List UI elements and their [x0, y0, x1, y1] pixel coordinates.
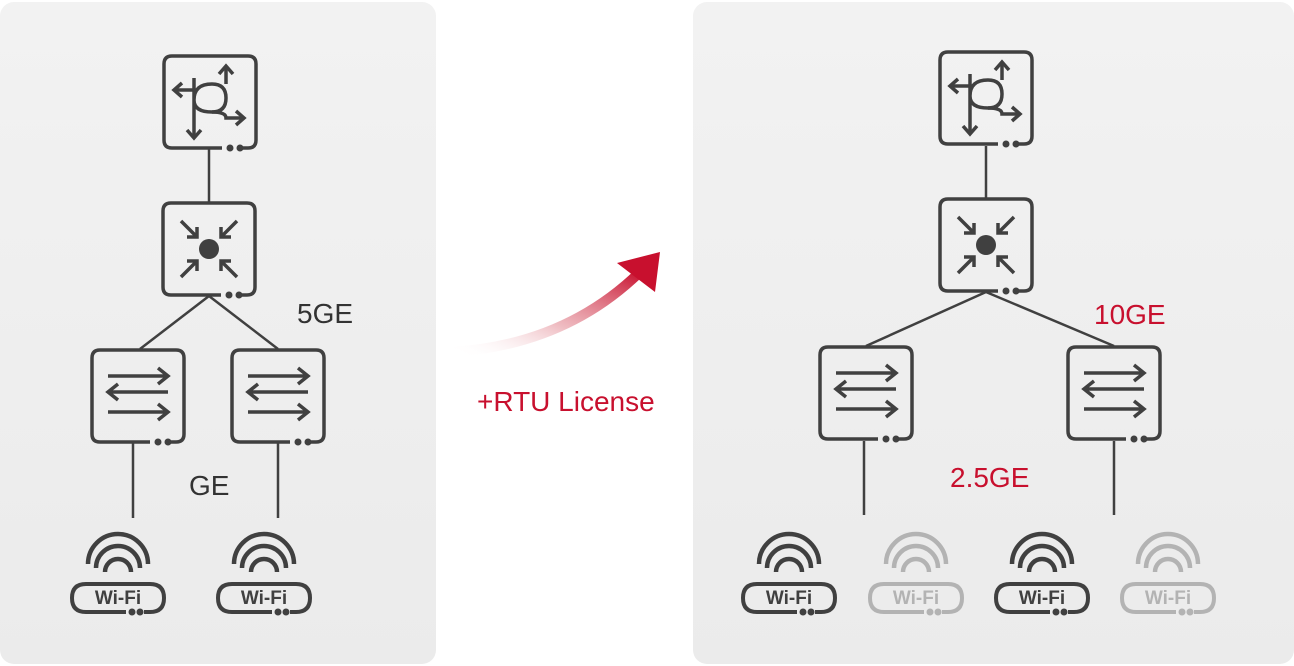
- after-panel: [693, 2, 1294, 664]
- ap-label-faded: Wi-Fi: [1145, 588, 1191, 609]
- access-switch-icon: [1066, 345, 1162, 445]
- left-links: [131, 148, 280, 518]
- ap-label: Wi-Fi: [766, 588, 812, 609]
- access-switch-icon: [230, 348, 326, 448]
- arrow-head-icon: [617, 252, 660, 292]
- ap-label: Wi-Fi: [95, 588, 141, 609]
- access-switch-icon: [90, 348, 186, 448]
- core-switch-icon: [161, 201, 257, 301]
- access-switch-icon: [818, 345, 914, 445]
- router-icon: [938, 50, 1034, 150]
- core-switch-icon: [938, 197, 1034, 297]
- upgrade-arrow: [451, 268, 644, 357]
- access-speed-label: GE: [189, 470, 230, 501]
- access-speed-label: 2.5GE: [950, 462, 1030, 493]
- ap-label-faded: Wi-Fi: [893, 588, 939, 609]
- ap-label: Wi-Fi: [241, 588, 287, 609]
- ap-label: Wi-Fi: [1019, 588, 1065, 609]
- uplink-speed-label: 5GE: [297, 298, 354, 329]
- rtu-license-label: +RTU License: [477, 386, 655, 417]
- right-links: [862, 146, 1116, 515]
- router-icon: [162, 54, 258, 154]
- uplink-speed-label: 10GE: [1094, 299, 1166, 330]
